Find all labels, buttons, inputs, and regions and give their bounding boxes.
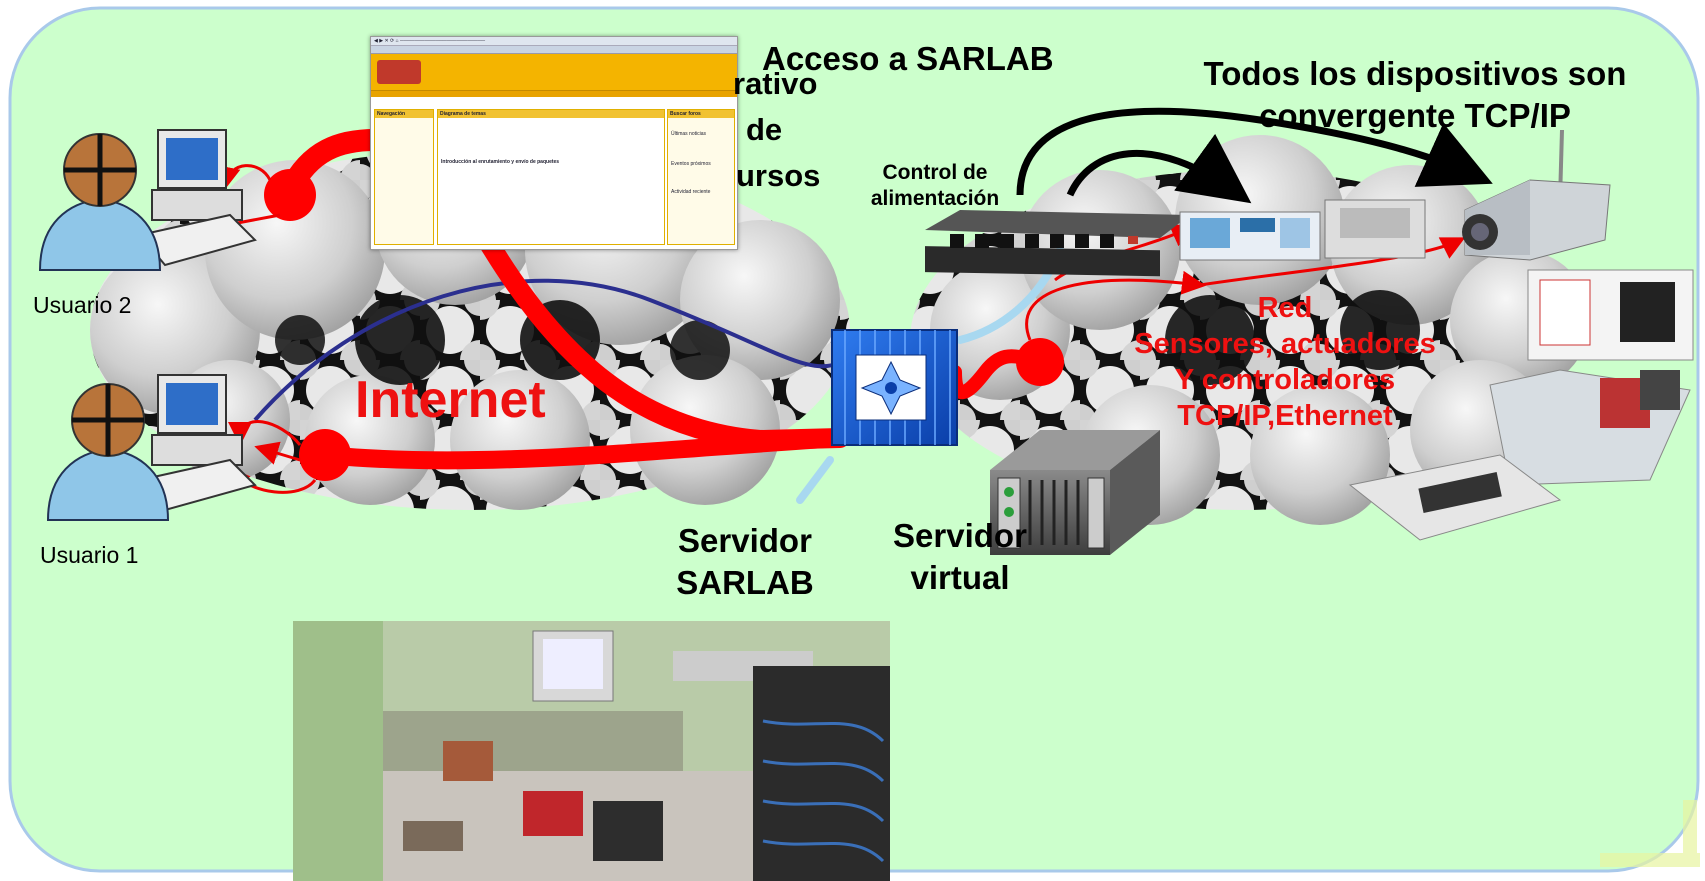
lms-logo — [377, 60, 421, 84]
servidor-virtual-line2: virtual — [910, 559, 1010, 596]
servidor-sarlab-line2: SARLAB — [676, 564, 814, 601]
servidor-virtual-line1: Servidor — [893, 517, 1027, 554]
red-node-user1 — [299, 429, 351, 481]
lms-nav-title: Navegación — [375, 110, 433, 118]
control-alimentacion-label: Control de alimentación — [855, 160, 1015, 212]
lab-equipment-icons — [1348, 269, 1694, 541]
usuario1-label: Usuario 1 — [40, 542, 139, 568]
browser-toolbar: ◀ ▶ ✕ ⟳ ⌂ ──────────────────────── — [371, 37, 737, 46]
rack-server-icon — [990, 430, 1160, 555]
recursos-label-fragment: ursos — [736, 158, 821, 193]
lms-banner — [371, 54, 737, 90]
desktop-computer-icon-user1 — [138, 374, 257, 512]
red-node-sarlab — [1016, 338, 1064, 386]
lms-news-title: Últimas noticias — [671, 131, 707, 137]
servidor-sarlab-line1: Servidor — [678, 522, 812, 559]
lms-main-block: Diagrama de temas Introducción al enruta… — [437, 109, 665, 245]
lms-side-block: Buscar foros Últimas noticias Eventos pr… — [667, 109, 735, 245]
lms-activity-title: Actividad reciente — [671, 189, 711, 195]
ip-camera-icon — [1462, 129, 1611, 261]
power-strip-icon — [925, 210, 1190, 277]
control-line1: Control de — [882, 161, 988, 184]
bottom-right-decoration — [1600, 800, 1700, 867]
usuario2-label: Usuario 2 — [33, 292, 132, 318]
lms-search-title: Buscar foros — [668, 110, 734, 118]
servidor-virtual-label: Servidor virtual — [860, 515, 1060, 599]
todos-line1: Todos los dispositivos son — [1203, 55, 1627, 92]
red-line2: Sensores, actuadores — [1134, 328, 1436, 360]
lms-events-title: Eventos próximos — [671, 161, 711, 167]
red-line3: Y controladores — [1174, 364, 1396, 396]
red-node-user2 — [264, 169, 316, 221]
control-line2: alimentación — [870, 187, 1000, 210]
todos-line2: convergente TCP/IP — [1259, 97, 1571, 134]
browser-tabs — [371, 46, 737, 54]
lms-topic: Introducción al enrutamiento y envío de … — [441, 159, 560, 165]
red-line1: Red — [1257, 292, 1313, 324]
red-sensores-label: Red Sensores, actuadores Y controladores… — [1100, 290, 1470, 434]
todos-dispositivos-label: Todos los dispositivos son convergente T… — [1175, 53, 1655, 137]
servidor-sarlab-label: Servidor SARLAB — [640, 520, 850, 604]
red-line4: TCP/IP,Ethernet — [1177, 400, 1393, 432]
colaborativo-label-fragment: rativo — [733, 66, 818, 101]
user-avatar-icon-user2 — [38, 133, 162, 271]
de-label-fragment: de — [746, 112, 783, 147]
lms-navbar — [371, 90, 737, 97]
user-avatar-icon-user1 — [46, 383, 170, 521]
lms-screenshot: ◀ ▶ ✕ ⟳ ⌂ ──────────────────────── Naveg… — [370, 36, 738, 250]
acceso-sarlab-label: Acceso a SARLAB — [762, 40, 1054, 77]
black-arrows — [1016, 107, 1493, 204]
desktop-computer-icon-user2 — [138, 129, 257, 267]
internet-label: Internet — [355, 371, 546, 429]
lms-nav-block: Navegación — [374, 109, 434, 245]
blue-connection-line — [253, 278, 846, 422]
lab-photo — [293, 621, 890, 881]
lms-main-title: Diagrama de temas — [438, 110, 664, 118]
firewall-server-icon — [831, 329, 958, 446]
trainer-board-icon — [1179, 199, 1426, 261]
